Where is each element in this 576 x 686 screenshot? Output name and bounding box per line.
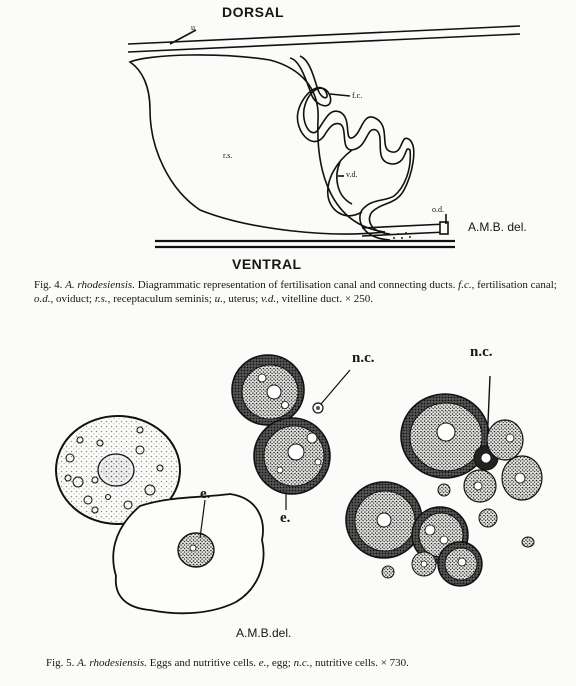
- nc1-pointer: [320, 369, 351, 405]
- fig5-caption-fig: Fig. 5.: [46, 657, 75, 669]
- ventral-label: VENTRAL: [232, 256, 302, 272]
- oocyte-left: [55, 415, 181, 525]
- fertilisation-canal-outer: [289, 57, 415, 235]
- fig5-caption-nc-abbr: n.c.,: [293, 657, 313, 669]
- fig5-caption-mag: × 730.: [380, 657, 409, 669]
- fig5-caption-nc-desc: nutritive cells.: [315, 657, 378, 669]
- fig4-caption-fc-abbr: f.c.,: [458, 279, 475, 291]
- right-cluster: [345, 375, 543, 587]
- fig4-caption-text3: vitelline duct.: [281, 293, 343, 305]
- fig4-caption-text1: Diagrammatic representation of fertilisa…: [137, 279, 427, 291]
- fc-pointer: [329, 93, 351, 97]
- cell-with-egg: [112, 493, 265, 615]
- oviduct-end: [439, 221, 449, 235]
- fig4-caption-text2: ducts.: [429, 279, 456, 291]
- egg-small: [177, 532, 215, 568]
- fig4-caption-fig: Fig. 4.: [34, 279, 63, 291]
- label-fc: f.c.: [352, 91, 363, 100]
- fig5-credit: A.M.B.del.: [236, 626, 292, 640]
- middle-cluster: [231, 354, 351, 510]
- fig5-caption: Fig. 5. A. rhodesiensis. Eggs and nutrit…: [46, 656, 566, 670]
- label-rs: r.s.: [223, 151, 233, 160]
- dorsal-label: DORSAL: [222, 4, 285, 20]
- fig4-caption-u-abbr: u.,: [214, 293, 226, 305]
- fig4-caption-u-desc: uterus;: [228, 293, 259, 305]
- label-nc1: n.c.: [352, 350, 375, 366]
- fig4-caption-species: A. rhodesiensis.: [65, 279, 135, 291]
- fig4-caption: Fig. 4. A. rhodesiensis. Diagrammatic re…: [34, 278, 564, 306]
- fig4-caption-vd-abbr: v.d.,: [261, 293, 279, 305]
- fig4-caption-od-desc: oviduct;: [56, 293, 93, 305]
- fig4-caption-rs-abbr: r.s.,: [94, 293, 111, 305]
- e1-pointer: [199, 499, 206, 539]
- label-e2: e.: [280, 510, 291, 526]
- u-pointer: [169, 29, 197, 45]
- dorsal-wall-inner: [127, 33, 521, 53]
- label-nc2: n.c.: [470, 344, 493, 360]
- oviduct: [361, 223, 447, 237]
- fig4-caption-od-abbr: o.d.,: [34, 293, 54, 305]
- label-e1: e.: [200, 486, 211, 502]
- dorsal-wall-outer: [127, 25, 521, 45]
- receptaculum-seminis: [128, 54, 386, 235]
- fig4-caption-rs-desc: receptaculum seminis;: [113, 293, 212, 305]
- label-vd: v.d.: [346, 170, 358, 179]
- fig5-caption-e-abbr: e.,: [258, 657, 270, 669]
- vitelline-duct: [327, 149, 363, 217]
- label-od: o.d.: [432, 205, 444, 214]
- fig5-caption-species: A. rhodesiensis.: [77, 657, 147, 669]
- fig4-caption-mag: × 250.: [344, 293, 374, 305]
- fig4-caption-fc-desc: fertilisation canal;: [477, 279, 557, 291]
- fig4-credit: A.M.B. del.: [468, 220, 527, 234]
- vitelline-duct-inner: [336, 161, 353, 205]
- label-u: u: [191, 23, 195, 32]
- fig5-caption-e-desc: egg;: [271, 657, 291, 669]
- fig5-caption-text: Eggs and nutritive cells.: [149, 657, 257, 669]
